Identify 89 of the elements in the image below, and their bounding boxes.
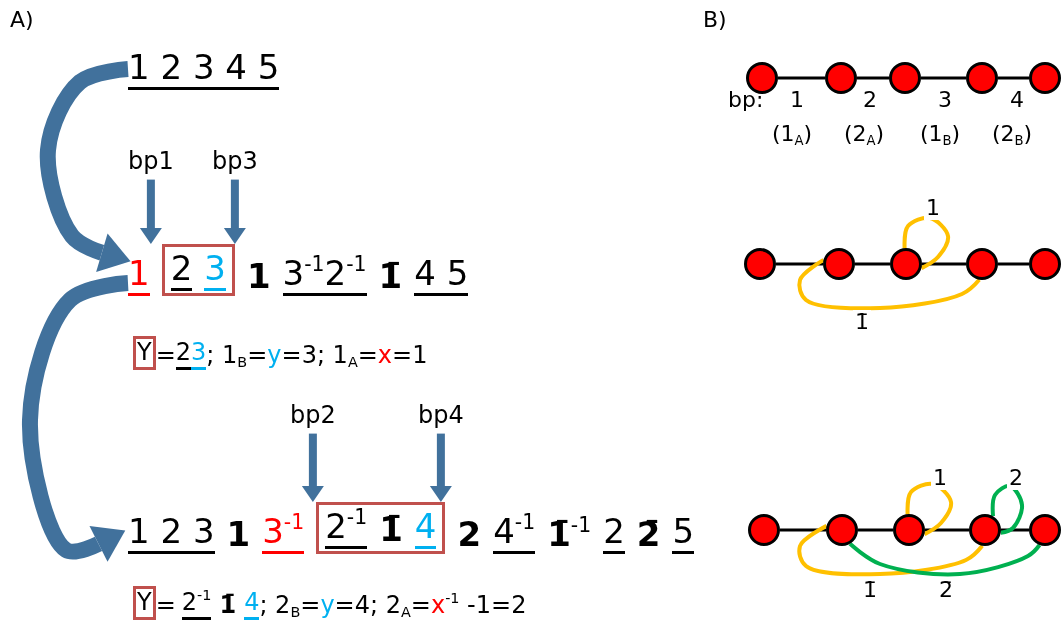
graph-vertex [748, 514, 780, 546]
formula-variable: Y [137, 339, 152, 367]
panel-label: A) [10, 8, 34, 33]
sequence-term: 3 [204, 249, 226, 292]
sequence-term: 1 2 3 4 5 [128, 48, 280, 91]
graph-vertex [825, 62, 857, 94]
formula-variable: Y [137, 589, 152, 617]
breakpoint-annotation: (2$_{A}$) [843, 122, 885, 147]
graph-edge [922, 262, 966, 266]
graph-vertex [966, 62, 998, 94]
formula-text: = [155, 342, 176, 370]
formula-text: $^{-1}$ -1=2 [445, 592, 527, 620]
graph-vertex [969, 514, 1001, 546]
formula-text: =1 [392, 342, 428, 370]
breakpoint-label: bp2 [290, 402, 336, 430]
sequence-term: 1 [246, 257, 271, 297]
sequence-term: 3$^{-1}$2$^{-1}$ [282, 254, 367, 297]
arc-connector [848, 542, 1042, 577]
breakpoint-label: bp1 [128, 148, 174, 176]
graph-vertex [1029, 514, 1061, 546]
sequence-term: 2 [170, 249, 193, 292]
sequence-term: 3$^{-1}$ [262, 512, 305, 555]
breakpoint-annotation: (1$_{A}$) [771, 122, 813, 147]
breakpoint-number: 1 [790, 88, 804, 113]
graph-edge [778, 76, 825, 80]
panel-label: B) [703, 8, 727, 33]
graph-vertex [889, 62, 921, 94]
formula-text: ; 2$_{B}$= [259, 592, 321, 620]
arc-connector [797, 258, 981, 311]
formula-text: y [267, 342, 282, 370]
formula-text: 4 [244, 589, 260, 620]
formula-text: x [377, 342, 393, 370]
graph-edge [921, 76, 966, 80]
sequence-term: 4 5 [414, 254, 469, 297]
breakpoint-number: 2 [863, 88, 877, 113]
breakpoint-number: 3 [938, 88, 952, 113]
sequence-term: 1̄ [378, 257, 403, 297]
sequence-term: 1 [226, 515, 251, 555]
formula-text: = [155, 592, 176, 620]
graph-vertex [1029, 248, 1061, 280]
graph-vertex [823, 248, 855, 280]
sequence-term: 2 [603, 512, 625, 555]
formula-text: ; 1$_{B}$= [206, 342, 268, 370]
arc-connector [990, 483, 1024, 535]
sequence-term: 1̄$^{-1}$ [547, 515, 592, 555]
graph-vertex [1029, 62, 1061, 94]
sequence-term: 2$^{-1}$ [325, 507, 368, 550]
formula-text: x [430, 592, 446, 620]
sequence-term: 4$^{-1}$ [493, 512, 536, 555]
formula-text: y [320, 592, 335, 620]
graph-edge [925, 528, 969, 532]
breakpoint-label: bp: [728, 88, 764, 113]
graph-edge [780, 528, 826, 532]
formula-text: =3; 1$_{A}$= [281, 342, 378, 370]
formula-text: 3 [191, 339, 207, 370]
graph-edge [998, 76, 1029, 80]
sequence-term: 4 [414, 507, 437, 550]
graph-vertex [893, 514, 925, 546]
formula-text: 2 [175, 339, 192, 370]
graph-edge [855, 262, 890, 266]
sequence-term: 2̄ [636, 515, 661, 555]
graph-vertex [966, 248, 998, 280]
formula-text: =4; 2$_{A}$= [334, 592, 431, 620]
graph-vertex [826, 514, 858, 546]
sequence-term: 1̄ [379, 510, 403, 550]
breakpoint-label: bp4 [418, 402, 464, 430]
sequence-term: 2 [457, 515, 482, 555]
graph-edge [1001, 528, 1029, 532]
graph-edge [857, 76, 889, 80]
sequence-term: 1 [128, 254, 150, 297]
graph-vertex [890, 248, 922, 280]
highlight-box [161, 244, 235, 297]
curved-arrow [22, 275, 129, 562]
sequence-term: 5 [672, 512, 695, 555]
arc-connector [905, 481, 953, 536]
breakpoint-annotation: (1$_{B}$) [919, 122, 961, 147]
sequence-term: 1 2 3 [128, 512, 215, 555]
formula-text: 2$^{-1}$ [181, 589, 212, 620]
graph-edge [998, 262, 1029, 266]
highlight-box [316, 502, 446, 555]
breakpoint-label: bp3 [212, 148, 258, 176]
graph-edge [858, 528, 893, 532]
breakpoint-number: 4 [1010, 88, 1024, 113]
arc-connector [797, 524, 984, 577]
arc-connector [902, 215, 950, 270]
graph-vertex [744, 248, 776, 280]
breakpoint-annotation: (2$_{B}$) [991, 122, 1033, 147]
graph-edge [776, 262, 823, 266]
formula-text: 1̄ [219, 592, 237, 620]
